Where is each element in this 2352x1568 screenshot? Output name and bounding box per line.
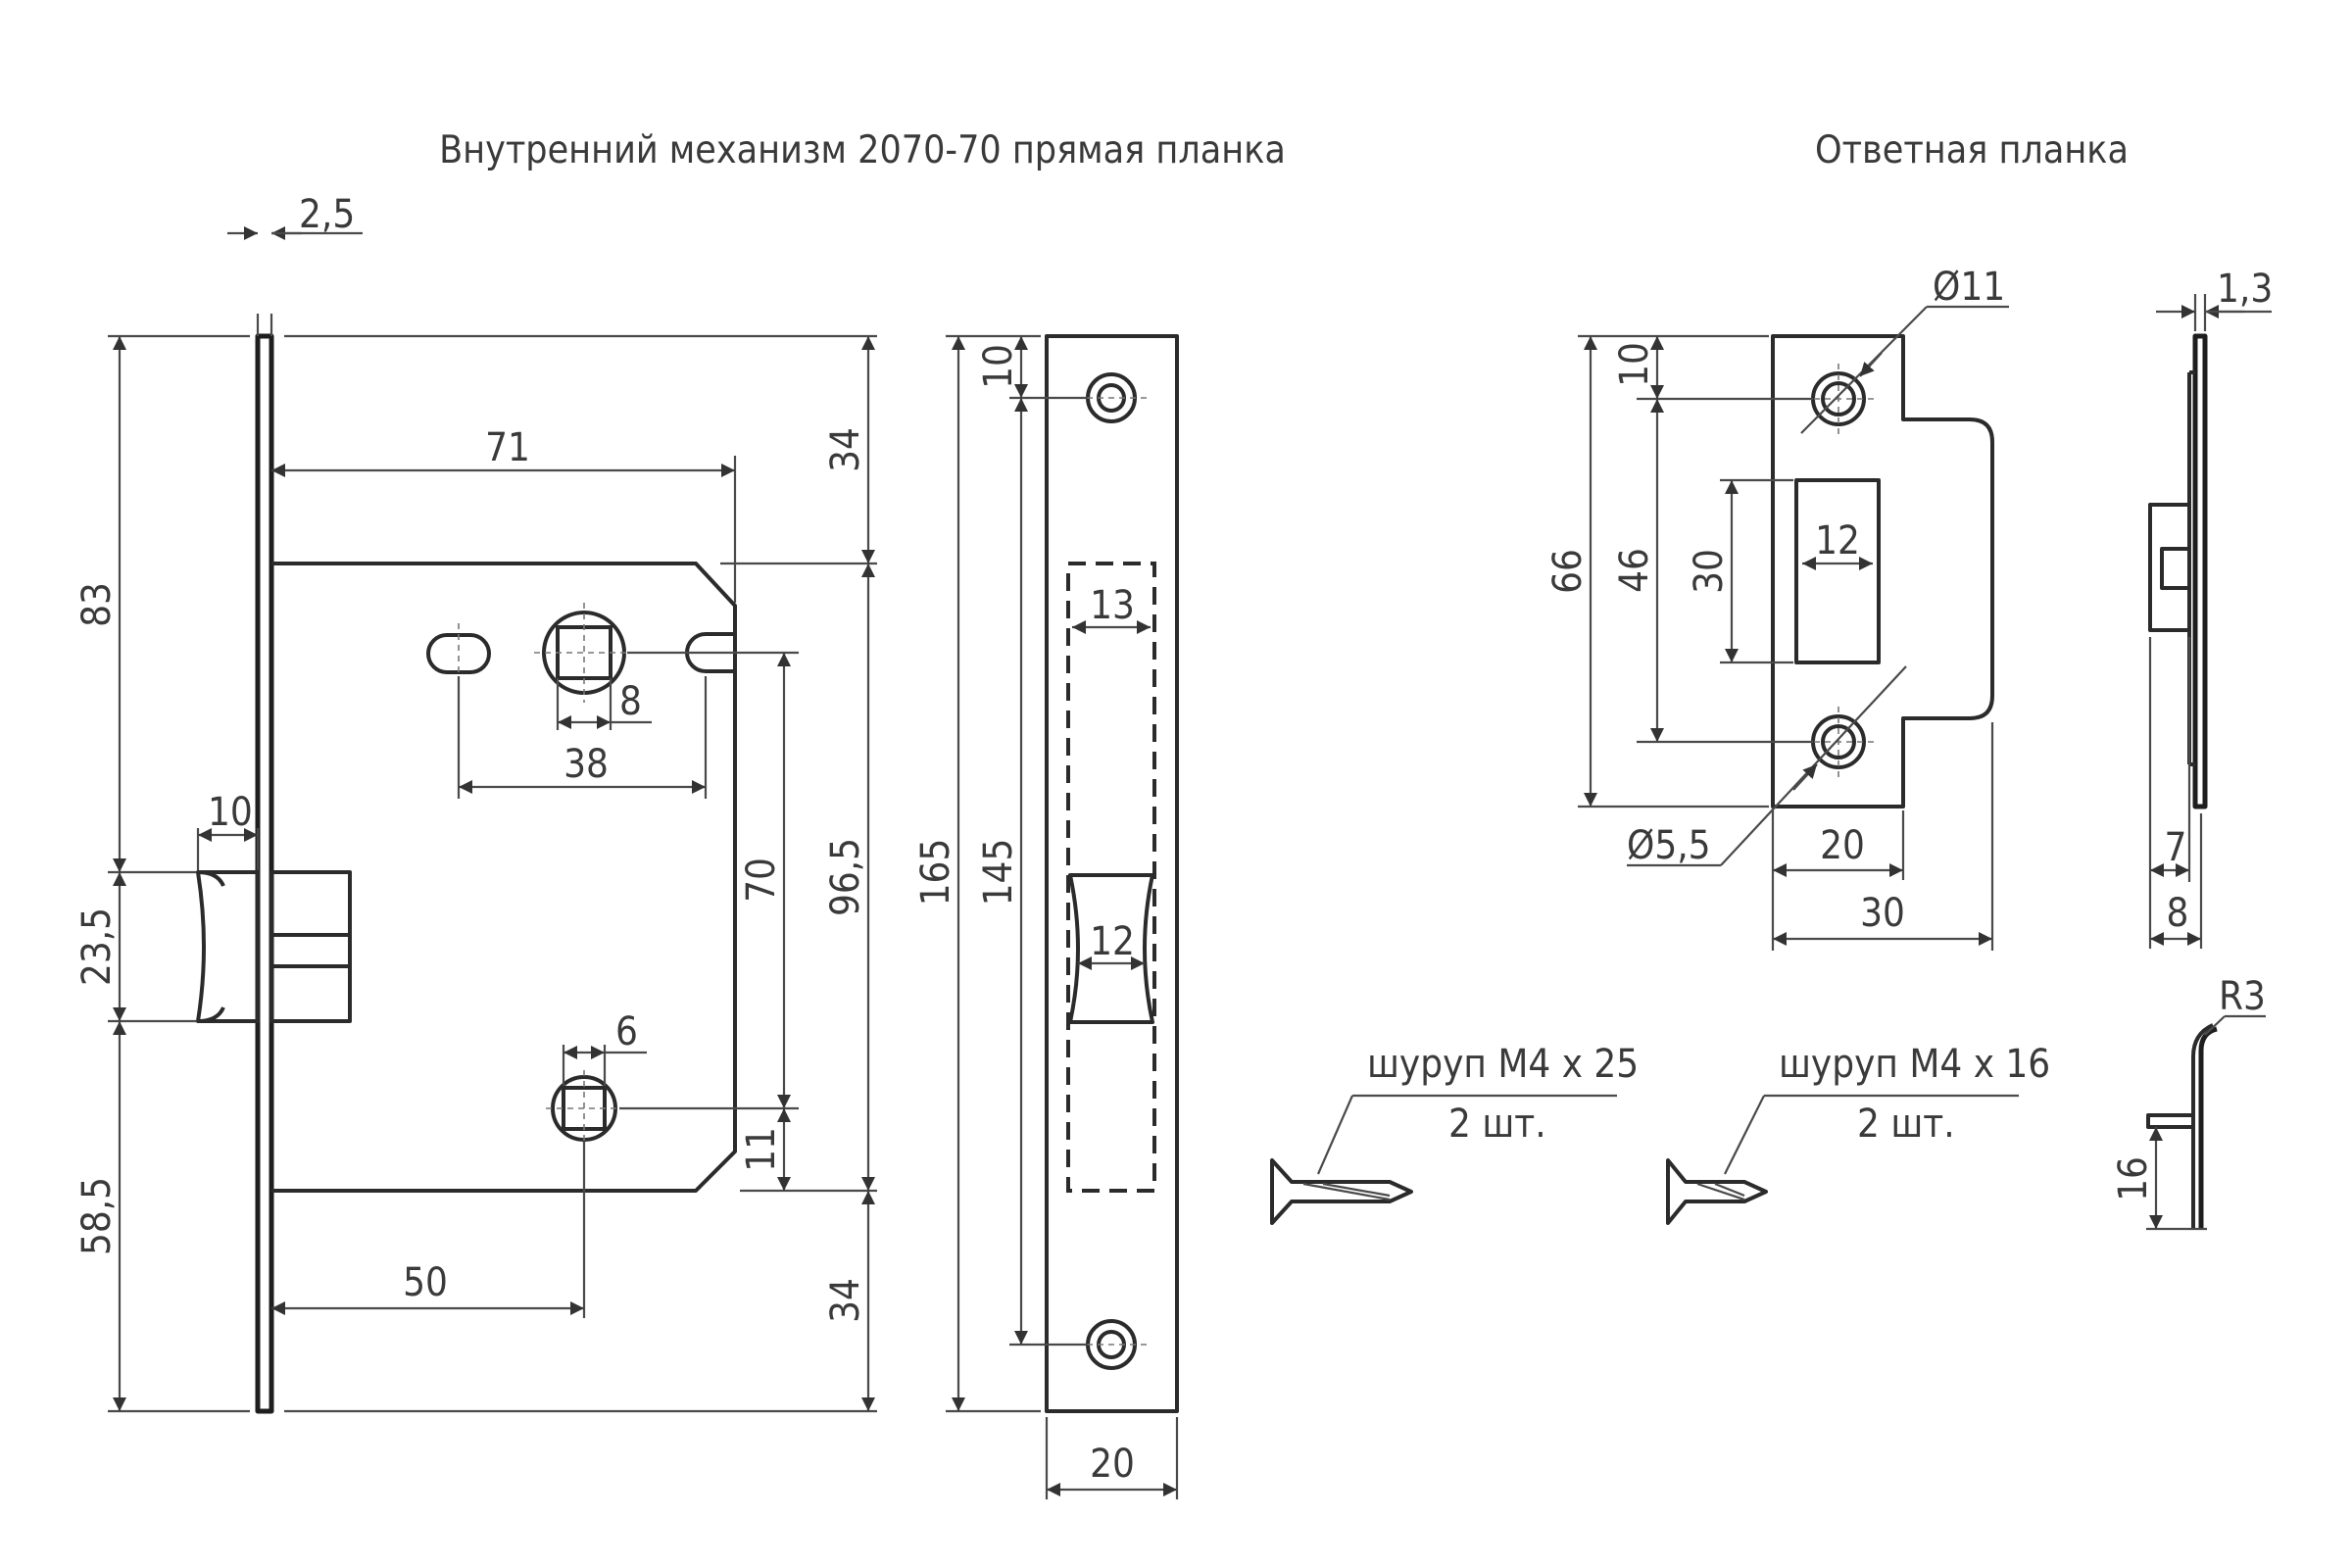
strike-plate-dimensions: Ø11 66 10 46 30 12 Ø5,5 20 30 xyxy=(1545,265,2009,951)
strike-plate-side-view xyxy=(2148,333,2208,809)
dim-strike-height: 66 xyxy=(1545,549,1591,594)
strike-side-box xyxy=(2148,503,2191,632)
dim-strike-lip: 7 xyxy=(2165,825,2187,870)
screw-short-body xyxy=(1666,1158,1768,1225)
screw-short: шуруп М4 х 16 2 шт. xyxy=(1666,1042,2050,1225)
dim-strike-window-height: 30 xyxy=(1687,549,1732,594)
screw-short-qty: 2 шт. xyxy=(1857,1102,1955,1147)
dim-strike-hole-small: Ø5,5 xyxy=(1627,823,1711,868)
dim-strike-screw-top: 10 xyxy=(1612,342,1657,387)
strike-side-dimensions: 1,3 7 8 xyxy=(2148,267,2273,949)
dim-strike-window-width: 12 xyxy=(1815,518,1860,564)
dim-bend-radius: R3 xyxy=(2219,974,2266,1019)
dim-top-offset: 34 xyxy=(823,427,868,472)
dim-strike-depth: 8 xyxy=(2167,891,2189,936)
dim-top-to-bolt: 83 xyxy=(74,582,120,627)
dim-window-latch: 12 xyxy=(1090,919,1135,964)
dim-strike-width: 20 xyxy=(1820,823,1865,868)
dim-bottom-offset: 34 xyxy=(823,1278,868,1323)
latch-bolt xyxy=(196,870,260,1023)
screw-long-qty: 2 шт. xyxy=(1448,1102,1546,1147)
dim-faceplate-thickness: 2,5 xyxy=(299,192,355,237)
dim-cylinder-square: 6 xyxy=(615,1009,638,1054)
dim-cylinder-backset: 50 xyxy=(403,1260,448,1305)
dim-body-height: 96,5 xyxy=(823,838,868,916)
mechanism-side-view xyxy=(196,333,737,1414)
lock-body xyxy=(271,562,737,1193)
dim-spindle-square: 8 xyxy=(619,679,642,724)
screw-long: шуруп М4 х 25 2 шт. xyxy=(1270,1042,1639,1225)
dim-faceplate-screw: 10 xyxy=(976,344,1021,389)
dim-spindle-distance: 70 xyxy=(739,858,784,903)
strike-window xyxy=(1794,478,1881,664)
latch-window xyxy=(1068,873,1154,1024)
mechanism-dimensions: 2,5 83 23,5 58,5 10 71 34 96,5 34 xyxy=(74,192,877,1413)
bent-profile-view: 16 R3 xyxy=(2111,974,2266,1231)
dim-spindle-offset: 38 xyxy=(564,742,609,787)
dim-strike-hole-big: Ø11 xyxy=(1933,265,2005,310)
dim-strike-total-width: 30 xyxy=(1860,891,1905,936)
bent-lip xyxy=(2146,1113,2195,1129)
dim-strike-screw-spacing: 46 xyxy=(1612,548,1657,593)
dim-cylinder-gap: 11 xyxy=(739,1127,784,1172)
screw-long-body xyxy=(1270,1158,1413,1225)
faceplate-front-view xyxy=(1045,334,1179,1413)
latch-housing xyxy=(270,870,352,1023)
dim-backset: 71 xyxy=(485,425,530,470)
faceplate-strip xyxy=(255,333,274,1414)
strike-plate-title: Ответная планка xyxy=(1815,128,2129,172)
faceplate-dimensions: 165 10 145 13 12 20 xyxy=(913,334,1179,1499)
dim-strike-thickness: 1,3 xyxy=(2217,267,2273,312)
dim-latch-height: 23,5 xyxy=(74,907,120,986)
screw-short-label: шуруп М4 х 16 xyxy=(1779,1042,2050,1087)
dim-screw-spacing: 145 xyxy=(976,839,1021,906)
mechanism-title: Внутренний механизм 2070-70 прямая планк… xyxy=(439,128,1286,172)
dim-faceplate-length: 165 xyxy=(913,839,958,906)
hidden-window-outline xyxy=(1066,562,1156,1193)
faceplate xyxy=(1045,334,1179,1413)
screw-long-label: шуруп М4 х 25 xyxy=(1367,1042,1639,1087)
strike-plate-front-view xyxy=(1771,334,1994,808)
dim-bend-height: 16 xyxy=(2111,1156,2156,1201)
bent-plate xyxy=(2198,1026,2218,1229)
dim-bottom-to-latch: 58,5 xyxy=(74,1177,120,1255)
dim-faceplate-width: 20 xyxy=(1090,1442,1135,1487)
strike-plate xyxy=(1771,334,1994,808)
strike-side-plate xyxy=(2192,333,2208,809)
dim-window-top: 13 xyxy=(1090,583,1135,628)
dim-latch-projection: 10 xyxy=(208,790,253,835)
